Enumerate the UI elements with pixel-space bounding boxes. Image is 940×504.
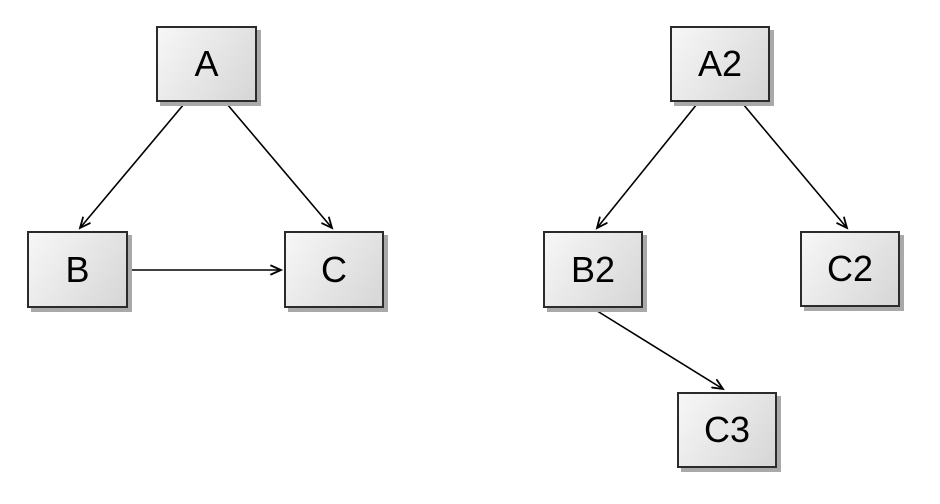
edge-A2-B2 <box>595 103 698 230</box>
node-label-B: B <box>65 248 90 290</box>
node-A: A <box>156 26 257 102</box>
node-label-C2: C2 <box>826 248 874 289</box>
node-C: C <box>284 231 384 308</box>
node-label-A2: A2 <box>697 43 743 84</box>
node-B2: B2 <box>543 231 643 308</box>
node-label-B2: B2 <box>570 248 616 290</box>
node-C2: C2 <box>800 231 900 307</box>
edge-A-C <box>226 103 334 230</box>
edge-A2-C2 <box>742 103 849 230</box>
node-label-C: C <box>321 248 347 290</box>
node-label-A: A <box>194 43 219 84</box>
node-label-C3: C3 <box>703 409 751 450</box>
edge-A-B <box>78 103 185 230</box>
edge-B2-C3 <box>593 308 725 391</box>
node-A2: A2 <box>670 26 770 102</box>
node-C3: C3 <box>677 392 777 468</box>
node-B: B <box>27 231 128 308</box>
